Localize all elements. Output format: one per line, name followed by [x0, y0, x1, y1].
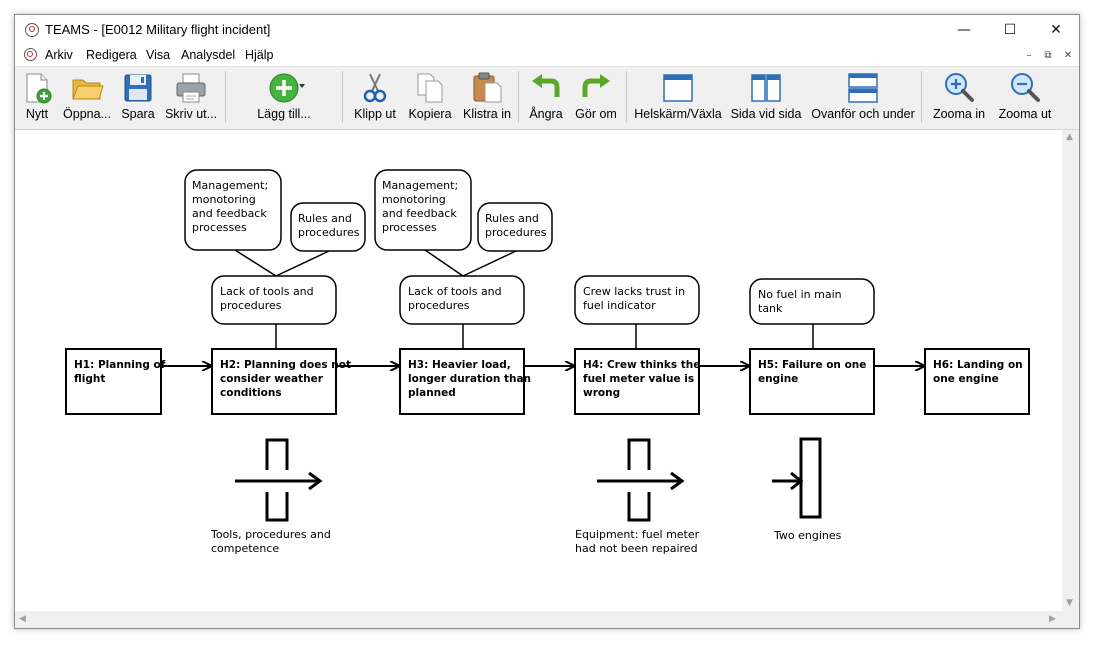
above-below-button[interactable]: Ovanför och under — [811, 69, 915, 125]
print-button[interactable]: Skriv ut... — [163, 69, 219, 125]
redo-button[interactable]: Gör om — [575, 69, 617, 125]
scrollbar-corner — [1062, 611, 1079, 628]
undo-icon — [529, 71, 563, 105]
zoom-in-button[interactable]: Zooma in — [931, 69, 987, 125]
toolbar-separator — [921, 71, 922, 123]
mdi-restore-button[interactable]: ⧉ — [1044, 50, 1052, 61]
scissors-icon — [358, 71, 392, 105]
open-folder-icon — [70, 71, 104, 105]
paste-icon — [470, 71, 504, 105]
svg-text:H3: Heavier load,longer durati: H3: Heavier load,longer duration thanpla… — [408, 359, 531, 399]
menu-redigera[interactable]: Redigera — [86, 48, 137, 62]
svg-text:Two engines: Two engines — [773, 529, 842, 542]
undo-button[interactable]: Ångra — [527, 69, 565, 125]
cut-button[interactable]: Klipp ut — [351, 69, 399, 125]
menu-bar: Arkiv Redigera Visa Analysdel Hjälp – ⧉ … — [15, 45, 1079, 67]
new-document-icon — [20, 71, 54, 105]
add-icon — [267, 71, 305, 105]
horizontal-scrollbar[interactable]: ◀ ▶ — [15, 611, 1062, 628]
copy-button[interactable]: Kopiera — [406, 69, 454, 125]
scroll-right-icon[interactable]: ▶ — [1049, 614, 1056, 624]
vertical-scrollbar[interactable]: ▲ ▼ — [1062, 130, 1079, 611]
above-below-icon — [846, 71, 880, 105]
scroll-left-icon[interactable]: ◀ — [19, 614, 26, 624]
scroll-up-icon[interactable]: ▲ — [1066, 132, 1073, 142]
save-disk-icon — [121, 71, 155, 105]
document-icon[interactable] — [24, 48, 37, 61]
zoom-in-icon — [942, 71, 976, 105]
app-window: TEAMS - [E0012 Military flight incident]… — [14, 14, 1080, 629]
menu-analysdel[interactable]: Analysdel — [181, 48, 236, 62]
scroll-down-icon[interactable]: ▼ — [1066, 598, 1073, 608]
menu-arkiv[interactable]: Arkiv — [45, 48, 73, 62]
minimize-button[interactable]: — — [957, 22, 971, 38]
copy-icon — [413, 71, 447, 105]
new-button[interactable]: Nytt — [19, 69, 55, 125]
menu-visa[interactable]: Visa — [146, 48, 171, 62]
close-button[interactable]: ✕ — [1050, 22, 1062, 38]
side-by-side-icon — [749, 71, 783, 105]
fullscreen-toggle-button[interactable]: Helskärm/Växla — [634, 69, 722, 125]
toolbar-separator — [225, 71, 226, 123]
toolbar-separator — [518, 71, 519, 123]
window-title: TEAMS - [E0012 Military flight incident] — [45, 22, 271, 37]
menu-hjalp[interactable]: Hjälp — [245, 48, 274, 62]
toolbar-separator — [342, 71, 343, 123]
save-button[interactable]: Spara — [119, 69, 157, 125]
zoom-out-button[interactable]: Zooma ut — [997, 69, 1053, 125]
open-button[interactable]: Öppna... — [61, 69, 113, 125]
fullscreen-icon — [661, 71, 695, 105]
maximize-button[interactable]: ☐ — [1003, 22, 1017, 38]
add-button[interactable]: Lägg till... — [253, 69, 315, 125]
title-bar: TEAMS - [E0012 Military flight incident]… — [15, 15, 1079, 45]
app-logo-icon — [25, 23, 39, 37]
mdi-minimize-button[interactable]: – — [1026, 50, 1032, 61]
paste-button[interactable]: Klistra in — [459, 69, 515, 125]
barrier-b5[interactable]: Two engines — [772, 437, 842, 542]
toolbar-separator — [626, 71, 627, 123]
side-by-side-button[interactable]: Sida vid sida — [731, 69, 801, 125]
printer-icon — [174, 71, 208, 105]
redo-icon — [579, 71, 613, 105]
toolbar: Nytt Öppna... Spara Skriv ut... — [15, 67, 1079, 130]
mdi-close-button[interactable]: ✕ — [1063, 50, 1073, 61]
condition-connectors — [234, 249, 814, 349]
zoom-out-icon — [1008, 71, 1042, 105]
